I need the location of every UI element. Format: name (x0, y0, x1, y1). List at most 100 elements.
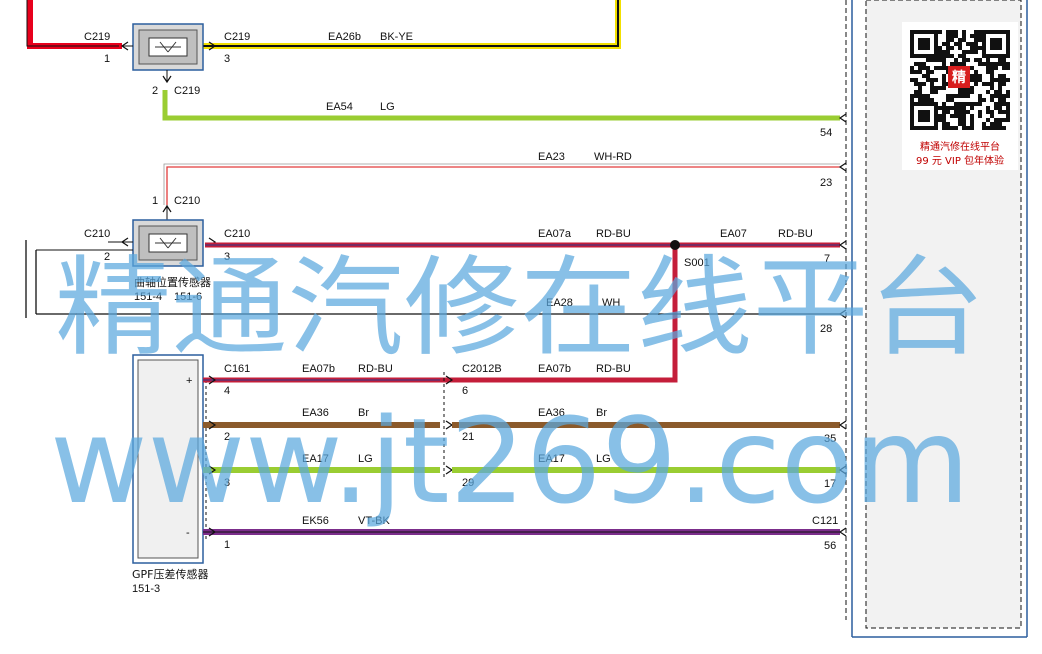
qr-cell (946, 42, 950, 46)
qr-cell (938, 118, 942, 122)
qr-finder (918, 38, 930, 50)
qr-cell (950, 114, 954, 118)
qr-cell (990, 110, 994, 114)
connector-c210[interactable] (108, 204, 217, 267)
pin-ecu-28: 28 (820, 323, 832, 335)
qr-cell (974, 82, 978, 86)
label-c210-right: C210 (224, 228, 250, 240)
label-ea26b-color: BK-YE (380, 31, 413, 43)
qr-cell (942, 118, 946, 122)
qr-finder (918, 110, 930, 122)
pin-gpf-4: 4 (224, 385, 230, 397)
qr-cell (962, 94, 966, 98)
qr-cell (966, 42, 970, 46)
qr-cell (954, 58, 958, 62)
qr-cell (958, 102, 962, 106)
qr-cell (990, 74, 994, 78)
qr-cell (1002, 110, 1006, 114)
connector-c219[interactable] (132, 23, 204, 71)
qr-cell (1002, 98, 1006, 102)
qr-cell (994, 66, 998, 70)
label-crank-ref-a: 151-4 (134, 291, 162, 303)
qr-badge: 精 (952, 69, 966, 86)
qr-cell (946, 110, 950, 114)
qr-cell (954, 126, 958, 130)
qr-cell (938, 114, 942, 118)
qr-cell (970, 102, 974, 106)
label-ea07b-left-color: RD-BU (358, 363, 393, 375)
qr-cell (990, 122, 994, 126)
qr-cell (966, 50, 970, 54)
label-ea23-code: EA23 (538, 151, 565, 163)
label-ea07-color: RD-BU (778, 228, 813, 240)
label-c219-left: C219 (84, 31, 110, 43)
qr-cell (978, 78, 982, 82)
qr-cell (982, 82, 986, 86)
qr-cell (938, 86, 942, 90)
qr-cell (946, 122, 950, 126)
qr-cell (922, 62, 926, 66)
qr-cell (942, 126, 946, 130)
qr-cell (986, 118, 990, 122)
qr-cell (918, 70, 922, 74)
qr-cell (942, 82, 946, 86)
qr-cell (946, 106, 950, 110)
qr-cell (962, 90, 966, 94)
qr-cell (942, 54, 946, 58)
qr-cell (942, 66, 946, 70)
label-crank-ref-b: 151-6 (174, 291, 202, 303)
qr-cell (982, 126, 986, 130)
label-c219-bottom: C219 (174, 85, 200, 97)
qr-cell (958, 94, 962, 98)
qr-cell (946, 50, 950, 54)
arrow-c219-left (120, 41, 133, 51)
qr-cell (942, 114, 946, 118)
qr-cell (998, 62, 1002, 66)
qr-cell (986, 58, 990, 62)
qr-cell (954, 114, 958, 118)
watermark-line-1: 精通汽修在线平台 (55, 246, 985, 371)
qr-cell (954, 110, 958, 114)
qr-cell (970, 78, 974, 82)
qr-cell (934, 90, 938, 94)
qr-cell (946, 38, 950, 42)
qr-cell (958, 42, 962, 46)
qr-cell (970, 66, 974, 70)
pin-ecu-7: 7 (824, 253, 830, 265)
qr-cell (958, 62, 962, 66)
qr-cell (926, 74, 930, 78)
qr-cell (962, 50, 966, 54)
qr-code[interactable]: 精 精通汽修在线平台 99 元 VIP 包年体验 (902, 22, 1018, 170)
wire-ea54 (162, 90, 840, 121)
label-ea07-code: EA07 (720, 228, 747, 240)
qr-cell (946, 34, 950, 38)
qr-cell (982, 122, 986, 126)
qr-cell (958, 118, 962, 122)
qr-cell (974, 74, 978, 78)
qr-cell (938, 66, 942, 70)
gpf-sensor[interactable] (132, 354, 207, 564)
qr-cell (978, 38, 982, 42)
label-s001: S001 (684, 257, 710, 269)
qr-cell (1006, 118, 1010, 122)
label-ea17-left-code: EA17 (302, 453, 329, 465)
pin-c219-3: 3 (224, 53, 230, 65)
label-ek56-color: VT-BK (358, 515, 390, 527)
pin-c219-2: 2 (152, 85, 158, 97)
ecu-pin-arrows (838, 113, 847, 537)
qr-cell (930, 82, 934, 86)
qr-cell (930, 90, 934, 94)
qr-cell (942, 102, 946, 106)
qr-cell (942, 86, 946, 90)
qr-cell (998, 126, 1002, 130)
qr-cell (970, 122, 974, 126)
qr-cell (978, 74, 982, 78)
qr-cell (922, 94, 926, 98)
qr-cell (950, 94, 954, 98)
qr-cell (942, 106, 946, 110)
qr-cell (958, 106, 962, 110)
qr-cell (1006, 66, 1010, 70)
qr-cell (998, 106, 1002, 110)
gpf-minus-label: - (186, 527, 190, 539)
